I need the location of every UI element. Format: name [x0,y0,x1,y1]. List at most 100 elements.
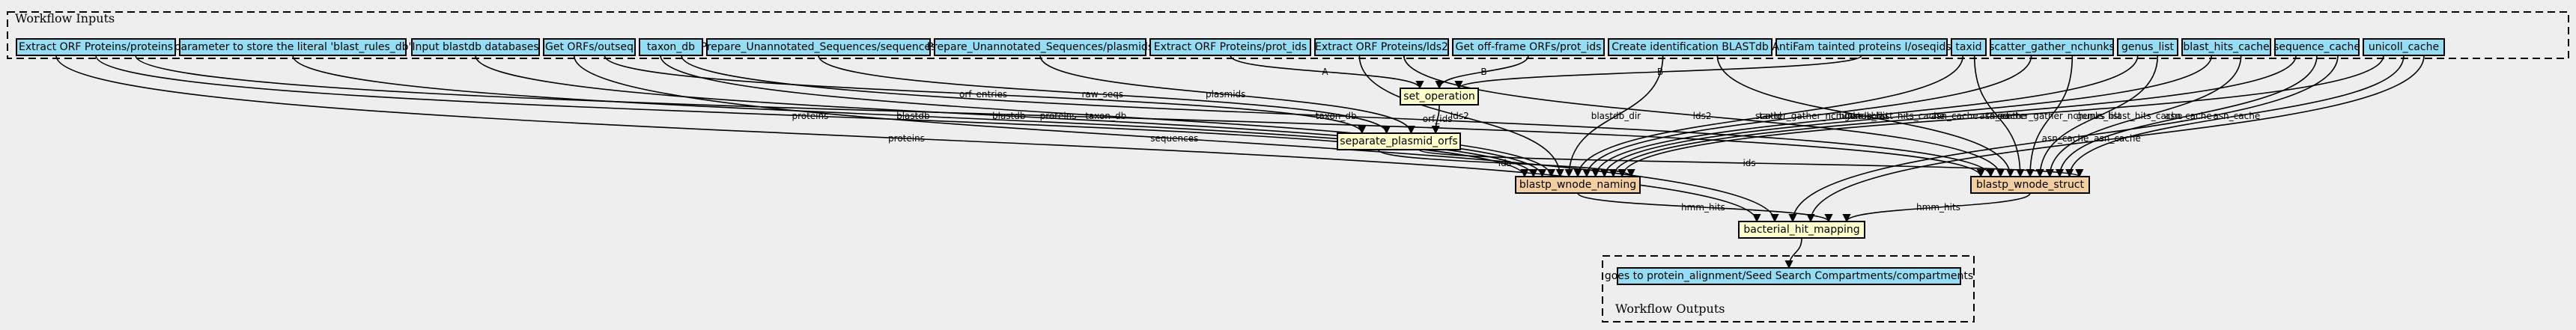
node-label: Prepare_Unannotated_Sequences/plasmids [927,41,1153,53]
node-label: AntiFam tainted proteins I/oseqids [1772,41,1951,53]
edge-label: ids [1743,158,1755,168]
edge-genus-list-to-blastp-wnode-naming [1591,55,2139,178]
edge-label: proteins [888,133,925,144]
edges-layer [55,55,2425,269]
node-label: Get ORFs/outseq [545,41,634,53]
node-box [1400,88,1479,106]
node-create-blastdb: Create identification BLASTdb [1608,38,1772,56]
node-blastp-wnode-naming: blastp_wnode_naming [1515,176,1641,194]
edge-label: raw_seqs [1081,89,1123,100]
node-box [1608,38,1772,56]
edge-label: asn_cache [2094,133,2141,144]
node-offframe: Get off-frame ORFs/prot_ids [1452,38,1605,56]
edge-literal-to-blastp-wnode-naming [292,55,1538,178]
node-blastdb: Input blastdb databases [411,38,540,56]
edge-label: blastdb [896,111,930,121]
node-prot-ids: Extract ORF Proteins/prot_ids [1149,38,1311,56]
node-label: separate_plasmid_orfs [1340,135,1457,147]
edge-offframe-to-set-operation [1435,55,1529,90]
node-box [2117,38,2178,56]
node-unann-seqs: Prepare_Unannotated_Sequences/sequences [701,38,937,56]
edge-label: blastdb_dir [1591,111,1641,121]
node-unann-plasmids: Prepare_Unannotated_Sequences/plasmids [927,38,1153,56]
node-label: blastp_wnode_naming [1519,179,1636,191]
edge-label: proteins [792,111,828,121]
node-label: Input blastdb databases [412,41,538,53]
node-box [2181,38,2271,56]
edge-separate-plasmid-orfs-to-blastp-wnode-naming [1377,149,1635,178]
edge-label: asn_cache [2042,133,2089,144]
edge-sequence-cache-to-blastp-wnode-naming [1609,55,2297,178]
edge-genus-list-to-blastp-wnode-struct [2035,55,2159,178]
edge-label: scatter_gather_nchunks [1997,111,2105,121]
edge-label: scatter_gather_nchunks [1755,111,1863,121]
edge-label: blast_hits_cache [1871,111,1945,121]
edge-unann-seqs-to-separate-plasmid-orfs [818,55,1391,135]
node-label: Get off-frame ORFs/prot_ids [1456,41,1602,53]
node-label: bacterial_hit_mapping [1743,224,1859,236]
node-separate-plasmid-orfs: separate_plasmid_orfs [1337,132,1461,150]
node-box [706,38,931,56]
node-label: Prepare_Unannotated_Sequences/sequences [701,41,937,53]
node-box [1617,267,1961,285]
node-box [543,38,636,56]
edge-label: taxid [1986,111,2008,121]
edge-label: orf_entries [959,89,1007,100]
node-lds2: Extract ORF Proteins/lds2 [1314,38,1449,56]
node-box [1738,221,1865,239]
edge-lds2-to-blastp-wnode-struct [1403,55,2005,178]
node-label: sequence_cache [2273,41,2360,53]
node-taxon-db: taxon_db [639,38,703,56]
node-box [16,38,176,56]
node-box [639,38,703,56]
edge-label: ids [1498,158,1511,168]
node-box [1951,38,1987,56]
workflow-inputs-title: Workflow Inputs [15,11,115,25]
edge-label: asn_cache [1931,111,1978,121]
node-box [1970,176,2090,194]
edge-sequence-cache-to-blastp-wnode-struct [2055,55,2318,178]
edge-label: genus_list [1844,111,1889,121]
node-orf-proteins: Extract ORF Proteins/proteins [16,38,176,56]
edge-label: taxon_db [1316,111,1357,121]
edge-label: lds2 [1693,111,1712,121]
node-unicoll-cache: unicoll_cache [2363,38,2445,56]
edge-label: plasmids [1206,89,1245,100]
edge-taxon-db-to-blastp-wnode-struct [681,55,1995,178]
workflow-outputs-box [1602,255,1975,323]
node-box [1515,176,1641,194]
node-box [411,38,540,56]
workflow-inputs-cluster [7,11,2569,59]
node-label: taxon_db [647,41,695,53]
node-box [179,38,407,56]
node-outseq: Get ORFs/outseq [543,38,636,56]
edge-label: B [1657,67,1663,77]
edge-label: blastdb_dir [1839,111,1889,121]
edge-scatter-to-blastp-wnode-naming [1582,55,2032,178]
node-literal: parameter to store the literal 'blast_ru… [174,38,411,56]
node-label: Extract ORF Proteins/proteins [19,41,173,53]
node-label: Extract ORF Proteins/lds2 [1315,41,1448,53]
edge-label: lds2 [1450,111,1469,121]
edge-label: asn_cache [2165,111,2212,121]
edge-scatter-to-blastp-wnode-struct [2026,55,2074,178]
edge-blast-hits-cache-to-blastp-wnode-naming [1600,55,2213,178]
node-blastp-wnode-struct: blastp_wnode_struct [1970,176,2090,194]
edge-taxid-to-blastp-wnode-naming [1573,55,1964,178]
edge-unann-plasmids-to-separate-plasmid-orfs [1039,55,1415,135]
node-label: taxid [1955,41,1981,53]
node-box [1314,38,1449,56]
edge-label: hmm_hits [1916,202,1960,213]
edge-bacterial-hit-mapping-to-out-compartments [1784,237,1802,269]
workflow-outputs-title: Workflow Outputs [1615,302,1725,316]
node-box [1775,38,1948,56]
node-antifam: AntiFam tainted proteins I/oseqids [1772,38,1951,56]
node-bacterial-hit-mapping: bacterial_hit_mapping [1738,221,1865,239]
node-label: goes to protein_alignment/Seed Search Co… [1605,270,1973,282]
edge-label: genus_list [2077,111,2121,121]
node-label: Extract ORF Proteins/prot_ids [1154,41,1307,53]
edge-unicoll-cache-to-blastp-wnode-struct [2065,55,2405,178]
node-box [2274,38,2360,56]
